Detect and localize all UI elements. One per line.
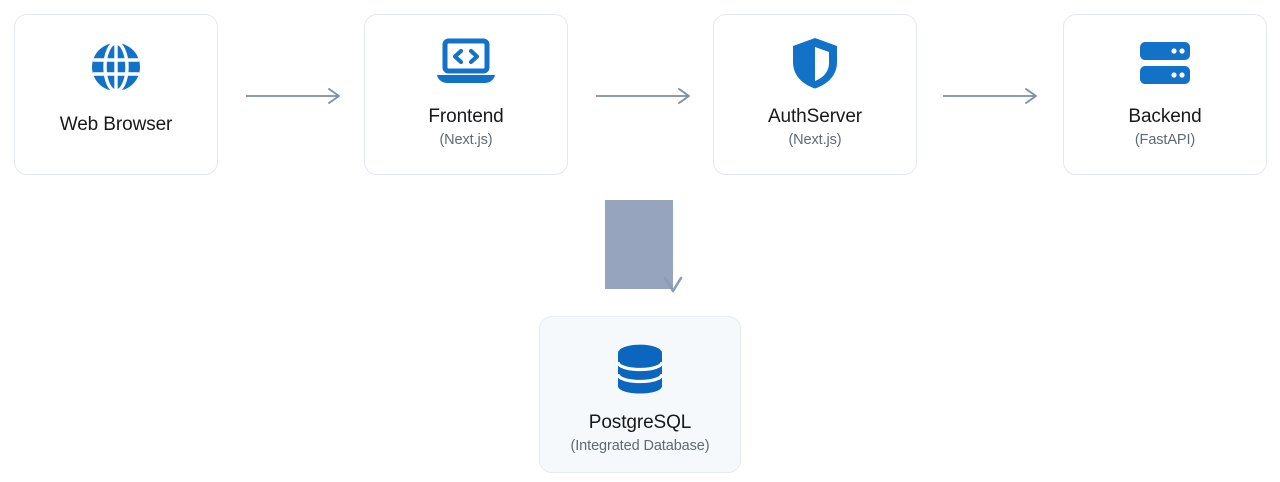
- node-subtitle: (FastAPI): [1134, 132, 1196, 148]
- node-subtitle: (Integrated Database): [570, 438, 710, 454]
- node-title: Frontend: [428, 106, 504, 127]
- node-frontend[interactable]: Frontend (Next.js): [364, 14, 568, 175]
- connector-browser-to-frontend: [244, 86, 344, 106]
- node-subtitle: (Next.js): [788, 132, 842, 148]
- laptop-code-icon: [365, 15, 567, 105]
- node-title: AuthServer: [767, 106, 863, 127]
- database-icon: [540, 317, 740, 411]
- node-title: Web Browser: [59, 114, 173, 135]
- shield-icon: [714, 15, 916, 105]
- node-title: Backend: [1128, 106, 1202, 127]
- connector-frontend-to-auth: [594, 86, 694, 106]
- node-subtitle: (Next.js): [439, 132, 493, 148]
- server-icon: [1064, 15, 1266, 105]
- node-web-browser[interactable]: Web Browser: [14, 14, 218, 175]
- connector-backend-to-database-arrowhead: [663, 276, 683, 295]
- globe-icon: [15, 15, 217, 113]
- connector-auth-to-backend: [941, 86, 1041, 106]
- node-authserver[interactable]: AuthServer (Next.js): [713, 14, 917, 175]
- node-backend[interactable]: Backend (FastAPI): [1063, 14, 1267, 175]
- node-postgresql[interactable]: PostgreSQL (Integrated Database): [539, 316, 741, 473]
- connector-backend-to-database-block: [605, 200, 673, 289]
- node-title: PostgreSQL: [588, 412, 692, 433]
